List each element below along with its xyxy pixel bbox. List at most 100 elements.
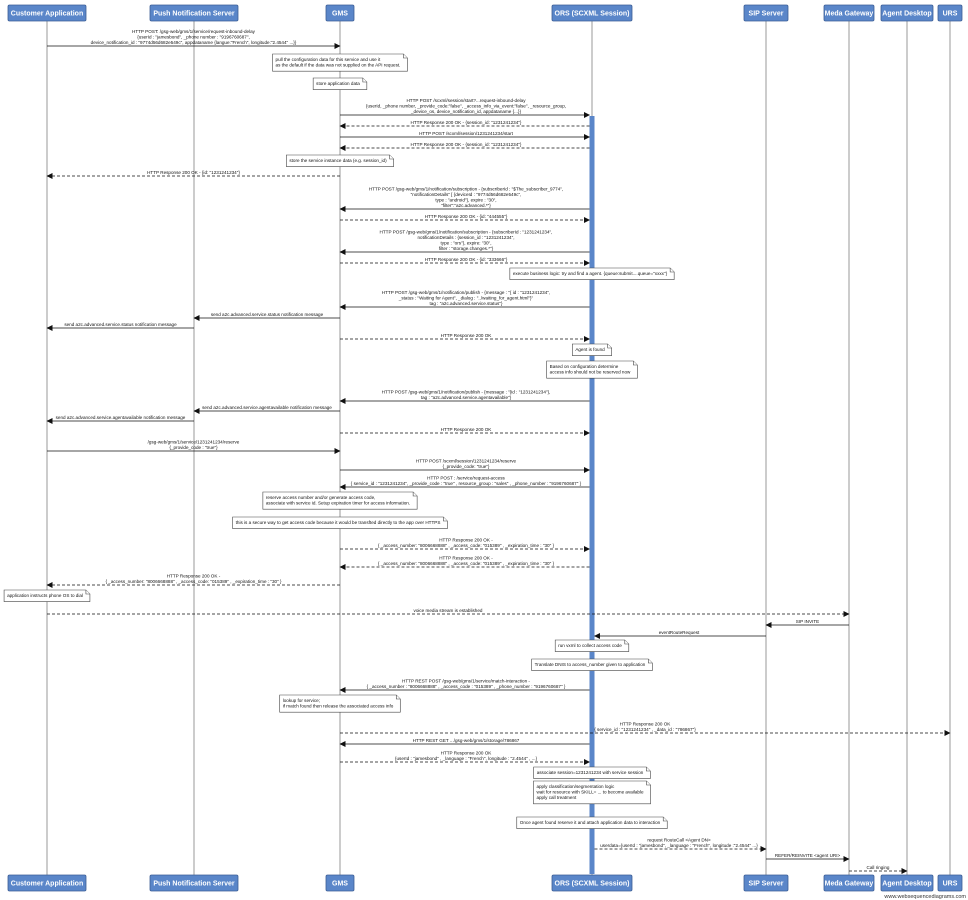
message-label: HTTP REST GET .../gsg-web/gms/1/storage/… bbox=[413, 738, 520, 743]
message-label: HTTP Response 200 OK - {id: "333666"} bbox=[425, 257, 508, 262]
message-arrow: HTTP Response 200 OK bbox=[340, 333, 590, 342]
message-label: {userId : "jamesbond", _phone number : "… bbox=[137, 35, 250, 40]
message-label: tag : "a2c.advanced.service.agentavailab… bbox=[421, 395, 512, 400]
message-arrow: REFER/REINVITE <agent URI> bbox=[766, 853, 850, 862]
message-arrow: send a2c.advanced.service.agentavailable… bbox=[193, 405, 340, 414]
participant-mg-top: Meda Gateway bbox=[823, 4, 875, 22]
message-label: "notificationDetails" [ {deviceId : "977… bbox=[411, 192, 522, 197]
message-label: _device_os, device_notification_id, appd… bbox=[410, 109, 522, 114]
note-text: Based on configuration determine bbox=[550, 364, 619, 369]
participant-ca-top: Customer Application bbox=[7, 4, 87, 22]
message-label: tag : "a2c.advanced.service.status"} bbox=[430, 301, 503, 306]
participant-label: GMS bbox=[332, 881, 348, 888]
message-label: HTTP Response 200 OK bbox=[441, 333, 493, 338]
participant-label: Meda Gateway bbox=[825, 881, 874, 888]
message-label: HTTP POST /gsg-web/gms/1/notification/su… bbox=[380, 229, 553, 234]
note-text: Agent is found bbox=[575, 347, 605, 352]
message-label: send a2c.advanced.service.agentavailable… bbox=[56, 415, 186, 420]
participant-label: Agent Desktop bbox=[882, 881, 931, 888]
message-label: HTTP Response 200 OK bbox=[441, 751, 493, 756]
note-text: apply classification/segmentation logic bbox=[536, 784, 615, 789]
message-arrow: HTTP Response 200 OK -{ _access_number: … bbox=[340, 538, 590, 552]
message-arrow: HTTP Response 200 OK{userId : "jamesbond… bbox=[340, 751, 590, 765]
message-label: HTTP Response 200 OK - bbox=[439, 556, 493, 561]
message-arrow: HTTP Response 200 OK -{ _access_number: … bbox=[339, 556, 590, 570]
message-label: HTTP Response 200 OK - bbox=[439, 538, 493, 543]
message-label: {userId, _phone number, _provide_code:"f… bbox=[366, 104, 566, 109]
participant-gms-bottom: GMS bbox=[325, 874, 355, 892]
message-label: REFER/REINVITE <agent URI> bbox=[775, 853, 841, 858]
message-label: notificationDetails : {session_id : "123… bbox=[418, 235, 515, 240]
message-label: { _access_number: "8006668888" , _access… bbox=[105, 579, 282, 584]
note: Translate DNIS to access_number given to… bbox=[531, 658, 653, 671]
note-text: lookup for service; bbox=[283, 698, 320, 703]
message-arrow: HTTP Response 200 OK - {session_id: "123… bbox=[339, 120, 590, 129]
participant-mg-bottom: Meda Gateway bbox=[823, 874, 875, 892]
participant-gms-top: GMS bbox=[325, 4, 355, 22]
note-text: as the default if the data was not suppl… bbox=[276, 62, 401, 67]
message-arrow: HTTP POST /gsg-web/gms/1/notification/pu… bbox=[339, 390, 590, 404]
message-label: {userId : "jamesbond" , _language : "Fre… bbox=[395, 756, 538, 761]
message-label: HTTP Response 200 OK bbox=[441, 427, 493, 432]
note-text: associate with service id. Setup expirat… bbox=[266, 500, 410, 505]
message-arrow: HTTP POST /scxml/session/1231241234/star… bbox=[340, 131, 590, 140]
note: lookup for service;if match found then r… bbox=[279, 694, 401, 713]
message-arrow: HTTP Response 200 OK - {id: "1231241234"… bbox=[46, 170, 340, 179]
message-arrow: SIP INVITE bbox=[765, 619, 849, 628]
message-label: device_notification_id : "9774d56d682e54… bbox=[91, 40, 297, 45]
participant-label: Agent Desktop bbox=[882, 11, 931, 18]
note-text: store the service instance data (e.g. se… bbox=[289, 158, 387, 163]
participant-sip-bottom: SIP Server bbox=[743, 874, 789, 892]
message-label: HTTP Response 200 OK - {id: "1231241234"… bbox=[147, 170, 240, 175]
note: Agent is found bbox=[572, 343, 612, 356]
message-label: HTTP Response 200 OK - {session_id: "123… bbox=[411, 120, 522, 125]
participant-ors-bottom: ORS (SCXML Session) bbox=[551, 874, 633, 892]
note: this is a secure way to get access code … bbox=[232, 516, 448, 529]
message-label: HTTP POST /scxml/session/1231241234/star… bbox=[419, 131, 514, 136]
message-label: /gsg-web/gms/1/service/1231241234/reserv… bbox=[148, 440, 240, 445]
note: reserve access number and/or generate ac… bbox=[262, 491, 418, 510]
message-label: { _access_number: "8006668888" , _access… bbox=[378, 543, 555, 548]
note-text: apply call treatment bbox=[536, 795, 577, 800]
note-text: Once agent found reserve it and attach a… bbox=[520, 820, 661, 825]
message-arrow: HTTP Response 200 OK{ service_id : "1231… bbox=[340, 722, 951, 736]
participant-label: SIP Server bbox=[749, 881, 784, 888]
participant-ca-bottom: Customer Application bbox=[7, 874, 87, 892]
message-label: { _access_number : "8006668888" , _acces… bbox=[367, 684, 566, 689]
participant-urs-bottom: URS bbox=[937, 874, 963, 892]
message-label: send a2c.advanced.service.status notific… bbox=[211, 312, 324, 317]
message-arrow: eventRouteRequest bbox=[594, 630, 766, 639]
participant-sip-top: SIP Server bbox=[743, 4, 789, 22]
message-label: HTTP POST /scxml/session/start?...reques… bbox=[406, 98, 526, 103]
participant-label: Customer Application bbox=[11, 11, 83, 18]
message-arrow: HTTP POST: /gsg-web/gms/1/service/reques… bbox=[47, 29, 341, 49]
message-label: {_provide_code : "true"} bbox=[169, 445, 218, 450]
note-text: this is a secure way to get access code … bbox=[236, 520, 441, 525]
note-text: if match found then release the associat… bbox=[283, 703, 394, 708]
participant-label: ORS (SCXML Session) bbox=[555, 881, 630, 888]
message-arrow: Call ringing bbox=[849, 865, 908, 874]
message-label: {_provide_code: "true"} bbox=[443, 464, 490, 469]
message-label: { _access_number: "8006668888" , _access… bbox=[378, 561, 555, 566]
message-label: filter : "storage.changes.*"} bbox=[439, 246, 494, 251]
participant-pns-bottom: Push Notification Server bbox=[149, 874, 239, 892]
message-arrow: HTTP POST /gsg-web/gms/1/notification/pu… bbox=[339, 290, 590, 310]
note: run vxml to collect access code bbox=[554, 639, 630, 652]
message-arrow: HTTP Response 200 OK bbox=[340, 427, 590, 436]
note: store the service instance data (e.g. se… bbox=[286, 154, 394, 167]
message-label: eventRouteRequest bbox=[659, 630, 700, 635]
participant-ad-top: Agent Desktop bbox=[880, 4, 934, 22]
message-label: type : "android"}, expire : "30", bbox=[435, 198, 496, 203]
message-label: HTTP Response 200 OK - bbox=[167, 574, 221, 579]
message-label: HTTP POST : /service/request-access bbox=[427, 476, 505, 481]
participant-label: GMS bbox=[332, 11, 348, 18]
participant-label: Customer Application bbox=[11, 881, 83, 888]
message-label: _status : "Waiting for Agent", _dialog :… bbox=[398, 296, 534, 301]
note-text: Translate DNIS to access_number given to… bbox=[535, 662, 646, 667]
message-label: HTTP REST POST /gsg-web/gms/1/service/ma… bbox=[402, 679, 530, 684]
participant-ors-top: ORS (SCXML Session) bbox=[551, 4, 633, 22]
message-arrow: HTTP POST /scxml/session/1231241234/rese… bbox=[340, 459, 590, 473]
participant-label: Meda Gateway bbox=[825, 11, 874, 18]
